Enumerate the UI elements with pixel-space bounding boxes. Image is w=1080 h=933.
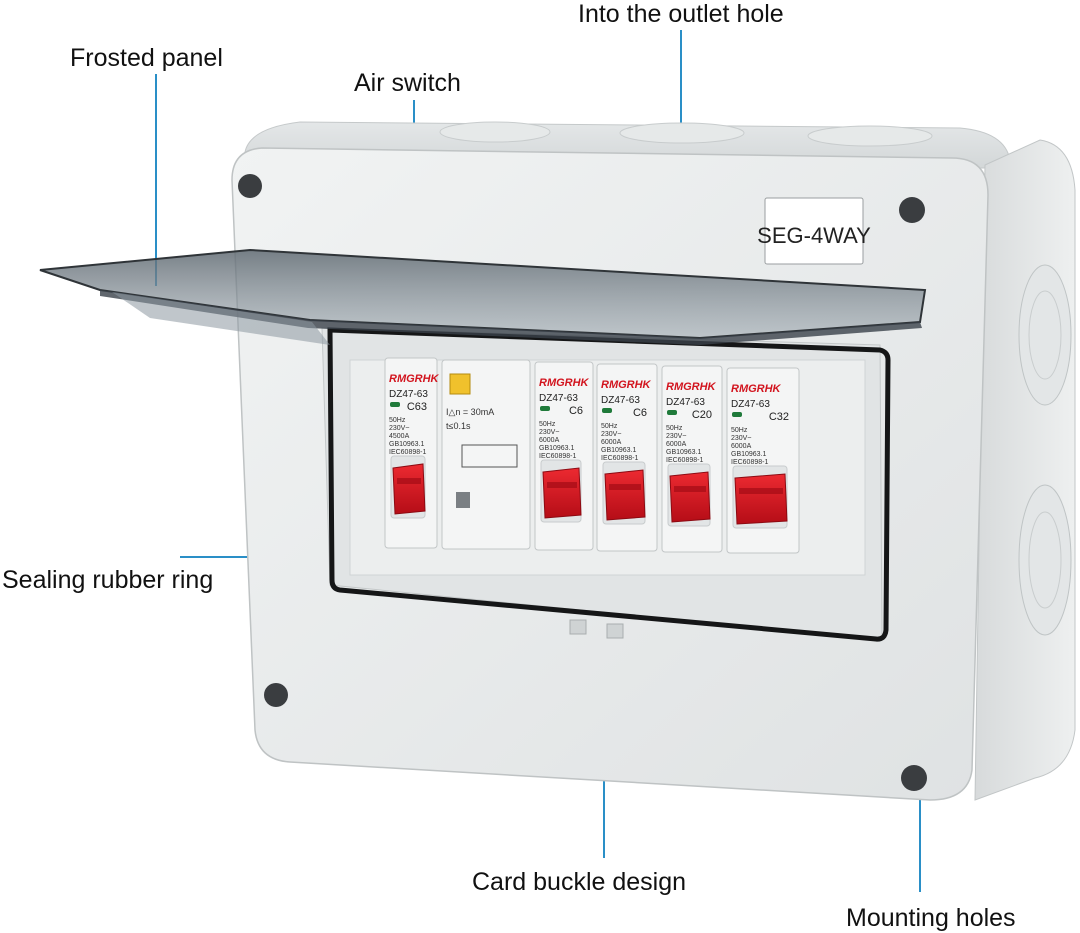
breaker-rating: C20 (692, 409, 712, 421)
breaker-spec-line: GB10963.1 (539, 445, 575, 452)
breaker-module-2: I△n = 30mA t≤0.1s (441, 359, 531, 550)
handle-grip (547, 482, 577, 488)
breaker-spec-line: 50Hz (601, 423, 618, 430)
mounting-leader-line (919, 788, 921, 892)
breaker-spec-line: IEC60898-1 (389, 449, 426, 456)
handle-grip (739, 488, 783, 494)
breaker-row: RMGRHKDZ47-63C6350Hz230V~4500AGB10963.1I… (384, 357, 800, 554)
knockout-top-3 (807, 125, 933, 147)
breaker-spec-line: 50Hz (666, 425, 683, 432)
callout-mounting-holes: Mounting holes (846, 904, 1016, 932)
screw-bottom-right (901, 765, 927, 791)
card-buckle-left (569, 619, 587, 635)
breaker-spec-line: 230V~ (666, 433, 686, 440)
breaker-handle (542, 467, 582, 519)
breaker-indicator (390, 402, 400, 407)
handle-grip (674, 486, 706, 492)
breaker-spec-line: 6000A (601, 439, 622, 446)
breaker-model: DZ47-63 (601, 395, 640, 406)
breaker-spec-line: t≤0.1s (446, 421, 471, 431)
box-right-side (974, 139, 1076, 801)
breaker-rating: C6 (569, 405, 583, 417)
breaker-spec-line: 4500A (389, 433, 410, 440)
breaker-brand: RMGRHK (601, 379, 652, 391)
frosted-panel-lower-flap (112, 292, 330, 345)
rcd-wiring-diagram (461, 444, 518, 468)
breaker-indicator (667, 410, 677, 415)
breaker-rating: C6 (633, 407, 647, 419)
knockout-side-2 (1018, 484, 1072, 636)
callout-air-switch: Air switch (354, 69, 461, 97)
breaker-spec-line: GB10963.1 (389, 441, 425, 448)
breaker-spec-line: GB10963.1 (601, 447, 637, 454)
breaker-spec-line: IEC60898-1 (666, 457, 703, 464)
outlet-leader-line (680, 30, 682, 132)
breaker-spec-line: GB10963.1 (666, 449, 702, 456)
model-label-plate (764, 197, 864, 265)
breaker-spec-line: IEC60898-1 (731, 459, 768, 466)
breaker-spec-line: 50Hz (731, 427, 748, 434)
breaker-rating: C63 (407, 401, 427, 413)
breaker-spec-line: 6000A (666, 441, 687, 448)
callout-sealing-ring: Sealing rubber ring (2, 566, 214, 594)
callout-card-buckle: Card buckle design (472, 868, 687, 896)
breaker-spec-line: 230V~ (731, 435, 751, 442)
breaker-spec-line: 6000A (539, 437, 560, 444)
knockout-side-1-inner (1028, 290, 1062, 380)
panel-leader-line (155, 74, 157, 286)
card-buckle-right (606, 623, 624, 639)
screw-bottom-left (264, 683, 288, 707)
breaker-brand: RMGRHK (666, 381, 717, 393)
callout-frosted-panel: Frosted panel (70, 44, 223, 72)
handle-grip (609, 484, 641, 490)
knockout-top-1 (439, 121, 551, 143)
breaker-handle (604, 469, 646, 521)
breaker-indicator (602, 408, 612, 413)
breaker-handle (392, 463, 426, 515)
model-label-text: SEG-4WAY (757, 223, 871, 248)
breaker-spec-line: 50Hz (539, 421, 556, 428)
breaker-model: DZ47-63 (539, 393, 578, 404)
breaker-spec-line: IEC60898-1 (539, 453, 576, 460)
breaker-spec-line: I△n = 30mA (446, 407, 494, 417)
breaker-brand: RMGRHK (539, 377, 590, 389)
breaker-model: DZ47-63 (666, 397, 705, 408)
breaker-model: DZ47-63 (731, 399, 770, 410)
knockout-side-1 (1018, 264, 1072, 406)
sealing-rubber-ring (327, 327, 891, 642)
rcd-reset-button (456, 492, 470, 508)
knockout-side-2-inner (1028, 511, 1062, 609)
screw-top-right (899, 197, 925, 223)
callout-outlet-hole: Into the outlet hole (578, 0, 784, 28)
breaker-spec-line: 230V~ (539, 429, 559, 436)
breaker-module-1: RMGRHK DZ47-63C6350Hz230V~4500AGB10963.1I… (384, 357, 440, 549)
breaker-spec-line: GB10963.1 (731, 451, 767, 458)
rcd-test-button (449, 373, 471, 395)
breaker-model: DZ47-63 (389, 389, 428, 400)
breaker-rating: C32 (769, 411, 789, 423)
breaker-spec-line: 230V~ (389, 425, 409, 432)
breaker-spec-line: IEC60898-1 (601, 455, 638, 462)
breaker-spec-line: 230V~ (601, 431, 621, 438)
breaker-spec-line: 50Hz (389, 417, 406, 424)
breaker-spec-line: 6000A (731, 443, 752, 450)
breaker-indicator (540, 406, 550, 411)
breaker-brand: RMGRHK (731, 383, 782, 395)
screw-top-left (238, 174, 262, 198)
breaker-handle (669, 471, 711, 523)
handle-grip (397, 478, 421, 484)
breaker-handle (734, 473, 788, 525)
breaker-brand: RMGRHK (389, 373, 440, 385)
knockout-top-2 (619, 122, 745, 144)
breaker-indicator (732, 412, 742, 417)
